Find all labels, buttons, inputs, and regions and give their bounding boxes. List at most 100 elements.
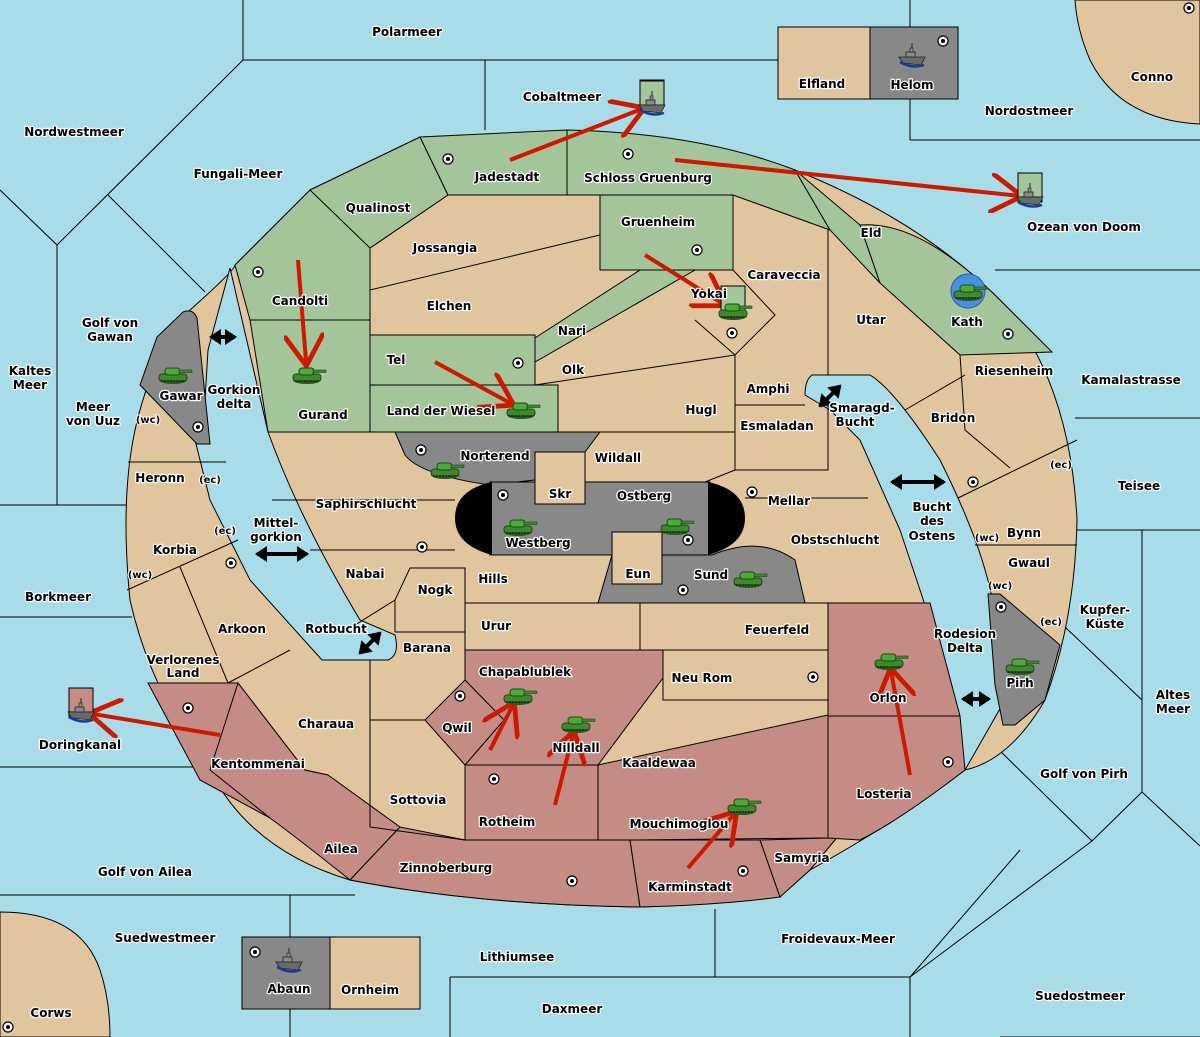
province-label: Charaua (298, 717, 354, 731)
order-arrow (686, 811, 737, 870)
supply-center-marker (1183, 2, 1195, 14)
province-label: Kentommenai (211, 757, 305, 771)
supply-center-marker (1002, 328, 1014, 340)
army-unit[interactable] (950, 273, 988, 309)
adjacency-arrows (209, 329, 991, 707)
sea-region-label: Daxmeer (542, 1002, 603, 1016)
province-label: Heronn (135, 471, 184, 485)
order-arrow (298, 259, 306, 366)
interior-borders (126, 195, 1078, 841)
province-label: Jossangia (412, 241, 477, 255)
province-label: Tel (387, 353, 406, 367)
province-label: Hills (478, 572, 508, 586)
province-label: Eld (861, 226, 882, 240)
coast-label: (wc) (988, 581, 1012, 592)
sea-region-label: Rotbucht (305, 622, 367, 636)
sea-region-label: Gawan (87, 330, 133, 344)
province-label: Korbia (153, 543, 197, 557)
province-label: Amphi (746, 382, 789, 396)
province-label: Rotheim (479, 815, 536, 829)
province-label: Nogk (418, 583, 454, 597)
province-label: Karminstadt (648, 880, 732, 894)
province-label: Utar (856, 313, 886, 327)
sea-region-label: gorkion (250, 530, 302, 544)
province-label: Zinnoberburg (400, 861, 492, 875)
supply-center-marker (488, 773, 500, 785)
order-arrow (674, 158, 1022, 196)
province-label: Jadestadt (474, 170, 540, 184)
province-label: Helom (890, 78, 933, 92)
province-label: Kaaldewaa (622, 756, 696, 770)
sea-region-label: Cobaltmeer (523, 90, 601, 104)
order-arrow (643, 253, 726, 306)
supply-center-marker (807, 671, 819, 683)
province-label: Urur (481, 619, 511, 633)
supply-center-marker (726, 327, 738, 339)
province-label: Conno (1131, 70, 1173, 84)
province-label: Candolti (272, 294, 328, 308)
supply-center-marker (942, 756, 954, 768)
province-label: Elfland (799, 77, 845, 91)
supply-center-marker (497, 489, 509, 501)
sea-region-label: Kamalastrasse (1081, 373, 1181, 387)
province-label: Land der Wiesel (387, 404, 496, 418)
sea-region-label: Golf von (82, 316, 138, 330)
sea-region-label: Fungali-Meer (194, 167, 283, 181)
province-label: Nabai (346, 567, 385, 581)
sea-region-label: Kaltes (9, 364, 52, 378)
province-label: Gruenheim (621, 215, 695, 229)
fleet-unit[interactable] (1015, 172, 1045, 208)
province-label: Bynn (1007, 526, 1041, 540)
sea-region-label: Suedostmeer (1035, 989, 1125, 1003)
province-label: Olk (562, 363, 585, 377)
province-label: Land (167, 666, 200, 680)
orders (89, 108, 1022, 870)
supply-center-marker (566, 875, 578, 887)
fleet-unit[interactable] (66, 687, 96, 723)
sea-region-label: Borkmeer (25, 590, 91, 604)
province-label: Caraveccia (747, 268, 820, 282)
adjacency-arrow-smaragd (818, 384, 842, 408)
sea-region-label: Nordostmeer (985, 104, 1074, 118)
sea-region-label: Smaragd- (829, 401, 894, 415)
province-label: Abaun (267, 982, 310, 996)
supply-center-marker (415, 444, 427, 456)
supply-center-marker (682, 534, 694, 546)
order-arrow (490, 702, 514, 751)
supply-center-marker (454, 690, 466, 702)
army-unit[interactable] (718, 285, 753, 321)
province-label: Ailea (324, 842, 358, 856)
coast-label: (wc) (128, 570, 152, 581)
order-arrow (89, 713, 221, 735)
province-label: Sottovia (390, 793, 447, 807)
province-label: Arkoon (218, 622, 266, 636)
sea-region-label: Ostens (909, 529, 956, 543)
province-label: Schloss Gruenburg (584, 171, 712, 185)
coast-label: (ec) (1050, 460, 1072, 471)
labels: PolarmeerNordwestmeerFungali-MeerCobaltm… (8, 24, 1192, 1021)
province-label: Sund (694, 568, 728, 582)
sea-region-label: des (920, 514, 944, 528)
province-label: Ostberg (617, 489, 671, 503)
supply-center-marker (677, 584, 689, 596)
sea-region-label: Golf von Ailea (98, 865, 192, 879)
units (66, 41, 1045, 973)
coast-label: (wc) (136, 415, 160, 426)
coast-label: (ec) (199, 475, 221, 486)
province-label: Bridon (931, 411, 976, 425)
province-label: Gwaul (1008, 556, 1050, 570)
province-label: Esmaladan (740, 419, 813, 433)
province-label: Losteria (856, 787, 911, 801)
supply-center-marker (691, 244, 703, 256)
fleet-unit[interactable] (637, 80, 667, 116)
province-label: Gawar (159, 389, 202, 403)
adjacency-arrow-rotbucht (358, 631, 382, 655)
province-label: Nari (558, 324, 586, 338)
province-label: Neu Rom (672, 671, 733, 685)
province-label: Kath (951, 315, 983, 329)
province-label: Gurand (298, 408, 348, 422)
supply-center-marker (737, 865, 749, 877)
province-label: Riesenheim (975, 364, 1054, 378)
